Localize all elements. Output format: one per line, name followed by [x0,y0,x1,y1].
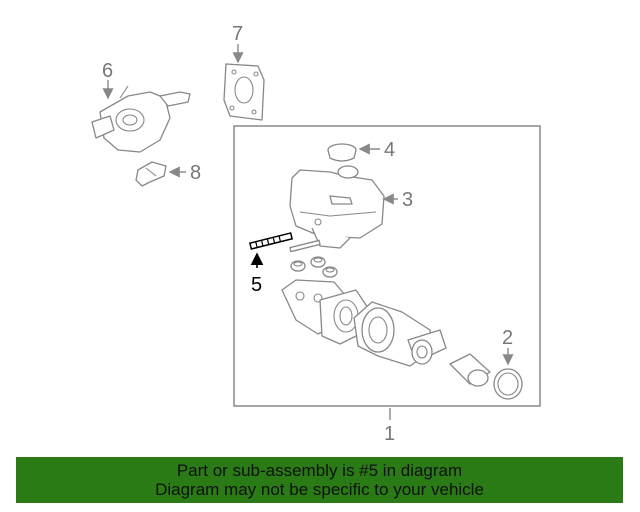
part-1-master-cylinder[interactable] [281,279,447,367]
callout-5[interactable]: 5 [251,274,262,296]
callout-2[interactable]: 2 [502,327,513,349]
part-8-sensor[interactable] [135,161,167,187]
callout-7[interactable]: 7 [232,23,243,45]
callout-6[interactable]: 6 [102,60,113,82]
part-5-bolt[interactable] [248,232,294,250]
callout-4[interactable]: 4 [384,139,395,161]
part-4-reservoir-cap[interactable] [327,143,357,162]
small-pin [289,239,321,253]
part-6-booster-bracket[interactable] [91,85,191,153]
banner-line-1: Part or sub-assembly is #5 in diagram [176,461,463,480]
part-7-gasket[interactable] [223,63,265,121]
assembly-frame [233,125,541,407]
piston [449,353,491,387]
callout-1[interactable]: 1 [384,423,395,445]
parts-diagram: 1 2 3 4 5 6 7 8 [91,23,541,445]
part-3-reservoir[interactable] [289,165,385,249]
callout-8[interactable]: 8 [190,162,201,184]
callout-3[interactable]: 3 [402,189,413,211]
grommets [290,256,338,278]
info-banner: Part or sub-assembly is #5 in diagram Di… [16,457,623,503]
part-2-o-ring[interactable] [493,368,523,400]
banner-line-2: Diagram may not be specific to your vehi… [155,480,484,499]
